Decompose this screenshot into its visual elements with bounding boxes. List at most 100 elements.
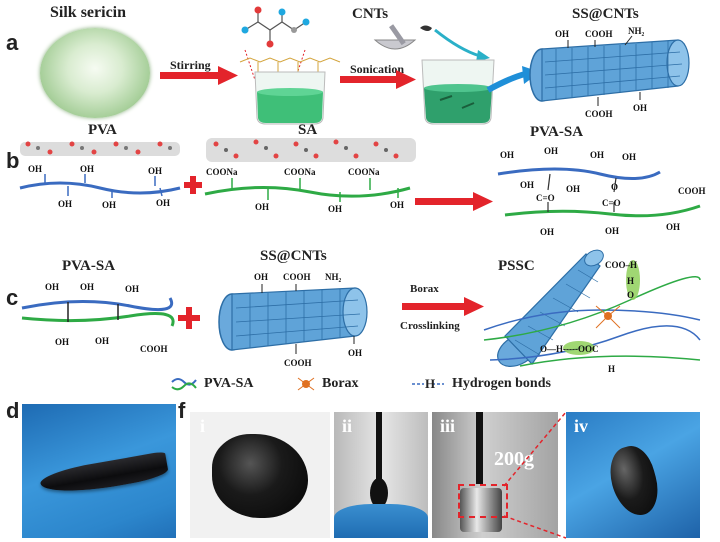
photo-i-hydrogel-pieces: i [190, 412, 330, 538]
pva-oh-5: OH [102, 200, 116, 210]
pssc-strand-green-2 [519, 355, 701, 367]
prod-oh-3: OH [590, 150, 604, 160]
cooh-group-a2: COOH [585, 109, 613, 119]
metal-weight [460, 488, 502, 532]
photo-ii-stretching: ii [334, 412, 428, 538]
cnt-a-lattice [544, 41, 683, 100]
prod-o-1: O [611, 182, 618, 192]
panel-label-a: a [6, 30, 19, 55]
hbond-highlight-2 [563, 341, 595, 355]
beaker-cnt-dispersion [421, 59, 495, 125]
pssc-strand-green-1 [483, 276, 701, 341]
hydrogel-lump [212, 434, 308, 518]
cnts-label: CNTs [352, 6, 389, 22]
hydrogel-hanging-strand [476, 412, 483, 484]
legend-graphics [171, 377, 444, 391]
prod-oh-7: OH [540, 227, 554, 237]
hbond-highlight-1 [626, 260, 640, 300]
c-pva-oh-2: OH [80, 282, 94, 292]
c-pva-oh-5: OH [95, 336, 109, 346]
sonication-arrow [340, 70, 416, 89]
pva-oh-3: OH [148, 166, 162, 176]
sonication-label: Sonication [350, 62, 405, 76]
legend-borax-icon [297, 377, 315, 391]
prod-oh-6: OH [566, 184, 580, 194]
sa-molecular-model [206, 138, 416, 162]
pva-title: PVA [88, 122, 117, 138]
nh2-group-a: NH₂ [628, 26, 645, 36]
pva-sa-strand-blue [21, 297, 174, 312]
sericin-molecule [244, 10, 307, 44]
beaker-sericin-solution [254, 71, 326, 125]
sa-coona-1: COONa [206, 167, 238, 177]
prod-oh-2: OH [544, 146, 558, 156]
pva-sa-product-pva [497, 167, 661, 180]
ss-cnts-title-c: SS@CNTs [260, 248, 327, 264]
c-pva-cooh: COOH [140, 344, 168, 354]
c-cnt-cooh-1: COOH [283, 272, 311, 282]
sa-title: SA [298, 122, 318, 138]
pva-sa-strand-green [21, 312, 175, 327]
cnt-tube-c [218, 287, 368, 351]
photo-label-iii: iii [440, 416, 456, 436]
pssc-title: PSSC [498, 258, 535, 274]
crosslinking-label: Crosslinking [400, 320, 460, 332]
plus-sign-c [178, 307, 200, 329]
prod-oh-1: OH [500, 150, 514, 160]
pva-sa-product-sa [504, 204, 701, 218]
cnt-tube-a [529, 39, 690, 102]
hydrogel-stretched-strand [376, 412, 382, 492]
oh-group-a2: OH [633, 103, 647, 113]
panel-label-c: c [6, 285, 19, 310]
legend-borax-label: Borax [322, 376, 359, 391]
c-pva-oh-4: OH [55, 337, 69, 347]
mortar-pestle [373, 24, 432, 50]
sa-coona-3: COONa [348, 167, 380, 177]
sa-oh-1: OH [255, 202, 269, 212]
prod-co-1: C=O [536, 193, 555, 203]
prod-co-2: C=O [602, 198, 621, 208]
c-pva-oh-3: OH [125, 284, 139, 294]
pssc-h: H [627, 276, 634, 286]
silk-sericin-photo [40, 28, 150, 118]
photo-iv-closeup: iv [566, 412, 700, 538]
photo-iii-weight-lift: iii 200g [432, 412, 558, 538]
pssc-strand-blue-2 [489, 325, 701, 361]
pva-sa-title-c: PVA-SA [62, 258, 116, 274]
panel-c-graphics: OH OH OH OH OH COOH OH COOH NH₂ COOH OH [21, 249, 701, 374]
prod-oh-8: OH [605, 226, 619, 236]
c-cnt-oh-1: OH [254, 272, 268, 282]
molecule-atoms [241, 6, 310, 48]
pssc-hbond: O—H-----OOC [540, 344, 599, 354]
panel-label-b: b [6, 148, 20, 173]
photo-label-iv: iv [574, 416, 589, 436]
borax-step-label: Borax [410, 283, 439, 295]
reaction-arrow-b [415, 192, 493, 211]
pva-oh-1: OH [28, 164, 42, 174]
sericin-chain [239, 57, 341, 72]
prod-cooh: COOH [678, 186, 706, 196]
stirring-label: Stirring [170, 58, 211, 72]
prod-oh-9: OH [666, 222, 680, 232]
panel-label-d: d [6, 398, 20, 423]
panel-b-graphics: OH OH OH OH OH OH COONa COONa COONa OH O… [19, 138, 706, 237]
crosslink-arrow [402, 297, 484, 316]
pva-sa-title-b: PVA-SA [530, 124, 584, 140]
weight-label: 200g [494, 448, 534, 470]
oh-group-a1: OH [555, 29, 569, 39]
c-cnt-oh-2: OH [348, 348, 362, 358]
sa-oh-3: OH [390, 200, 404, 210]
sa-oh-2: OH [328, 204, 342, 214]
cooh-group-a1: COOH [585, 29, 613, 39]
ss-cnts-label-a: SS@CNTs [572, 6, 639, 22]
prod-oh-4: OH [622, 152, 636, 162]
plus-sign-b [184, 176, 202, 194]
pva-oh-2: OH [80, 164, 94, 174]
prod-oh-5: OH [520, 180, 534, 190]
borax-crosslink-node [595, 305, 621, 329]
pva-chain-b [19, 181, 181, 195]
photo-label-i: i [200, 416, 206, 436]
stirring-arrow [160, 66, 238, 85]
glove-hand-ii [334, 504, 428, 538]
silk-sericin-label: Silk sericin [50, 4, 127, 21]
